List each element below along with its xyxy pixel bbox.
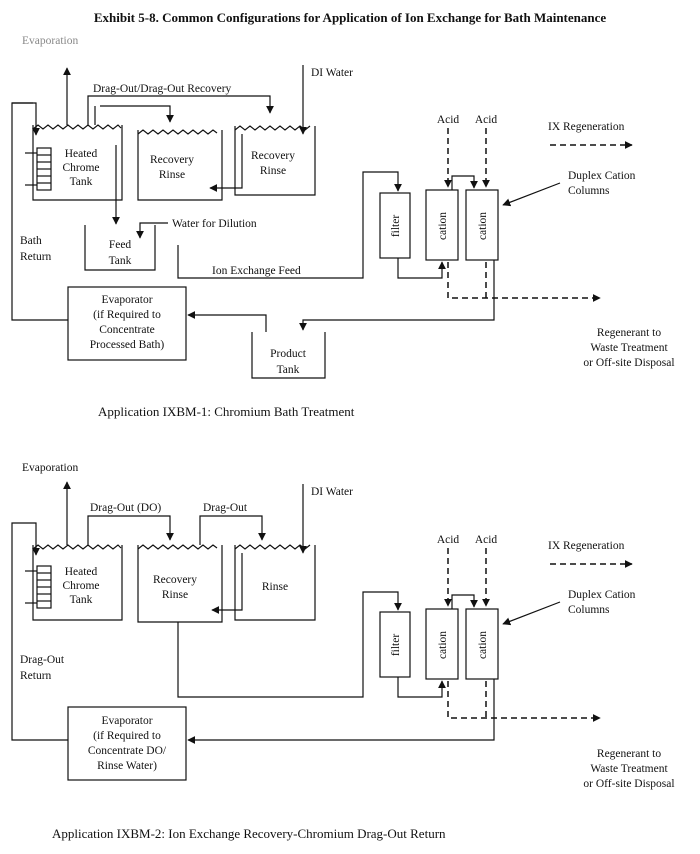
cation-column-2b: cation — [465, 608, 499, 680]
cation-2b-label: cation — [477, 631, 489, 659]
recovery-rinse-1b: Recovery Rinse — [234, 125, 316, 196]
product-tank-line-1: Product — [270, 348, 307, 360]
recovery-rinse-2-line-1: Recovery — [153, 574, 197, 586]
acid-1b-label: Acid — [475, 114, 498, 126]
flow-lines-1: Drag-Out/Drag-Out Recovery DI Water Wate… — [11, 65, 675, 369]
heated-tank2-line-1: Heated — [65, 566, 98, 578]
recovery-rinse-1a-line-2: Rinse — [159, 169, 185, 181]
duplex-line-2b: Columns — [568, 604, 610, 616]
evaporator-2-line-2: (if Required to — [93, 730, 161, 742]
acid-2a-label: Acid — [437, 534, 460, 546]
bath-return-line-1: Bath — [20, 235, 42, 247]
cation-1a-label: cation — [437, 212, 449, 240]
dragout-return-line-2: Return — [20, 670, 52, 682]
dragout-return-line-1: Drag-Out — [20, 654, 65, 666]
water-dilution-label: Water for Dilution — [172, 218, 257, 230]
evaporator-1-line-4: Processed Bath) — [90, 339, 165, 351]
heated-tank2-line-3: Tank — [70, 594, 93, 606]
regenerant-2-line-1: Regenerant to — [597, 748, 661, 760]
cation-2a-label: cation — [437, 631, 449, 659]
evaporation-label-2: Evaporation — [22, 462, 78, 474]
evaporator-2-line-3: Concentrate DO/ — [88, 745, 167, 757]
rinse-2-label: Rinse — [262, 581, 288, 593]
evaporator-2-line-4: Rinse Water) — [97, 760, 157, 772]
regenerant-2-line-2: Waste Treatment — [590, 763, 668, 775]
heated-tank2-line-2: Chrome — [62, 580, 99, 592]
cation-column-1a: cation — [425, 189, 459, 261]
product-tank-line-2: Tank — [277, 364, 300, 376]
filter-1-label: filter — [390, 215, 402, 238]
regenerant-1-line-1: Regenerant to — [597, 327, 661, 339]
evaporator-2: Evaporator (if Required to Concentrate D… — [67, 706, 187, 781]
dragout-label-2: Drag-Out — [203, 502, 248, 514]
evaporator-2-line-1: Evaporator — [101, 715, 152, 727]
caption-ixbm-2: Application IXBM-2: Ion Exchange Recover… — [52, 826, 446, 841]
heated-chrome-tank-2: Heated Chrome Tank — [25, 544, 123, 621]
regenerant-2-line-3: or Off-site Disposal — [583, 778, 674, 790]
feed-tank-line-1: Feed — [109, 239, 132, 251]
heated-tank-line-3: Tank — [70, 176, 93, 188]
recovery-rinse-1b-line-1: Recovery — [251, 150, 295, 162]
regenerant-1-line-2: Waste Treatment — [590, 342, 668, 354]
recovery-rinse-2: Recovery Rinse — [137, 544, 223, 623]
cation-1b-label: cation — [477, 212, 489, 240]
acid-1a-label: Acid — [437, 114, 460, 126]
product-tank-1: Product Tank — [251, 332, 326, 379]
di-water-label-1: DI Water — [311, 67, 353, 79]
dragout-recovery-label: Drag-Out/Drag-Out Recovery — [93, 83, 232, 95]
heated-chrome-tank-1: Heated Chrome Tank — [25, 124, 123, 201]
filter-2-label: filter — [390, 634, 402, 657]
ix-regeneration-label-1: IX Regeneration — [548, 121, 625, 133]
recovery-rinse-1a-line-1: Recovery — [150, 154, 194, 166]
feed-tank-line-2: Tank — [109, 255, 132, 267]
ix-feed-label: Ion Exchange Feed — [212, 265, 301, 277]
recovery-rinse-2-line-2: Rinse — [162, 589, 188, 601]
dragout-do-label: Drag-Out (DO) — [90, 502, 161, 514]
duplex-line-1a: Duplex Cation — [568, 170, 636, 182]
flow-lines-2: Drag-Out (DO) Drag-Out DI Water Drag-Out… — [11, 481, 675, 790]
cation-column-2a: cation — [425, 608, 459, 680]
filter-1: filter — [379, 192, 411, 259]
rinse-2: Rinse — [234, 544, 316, 621]
diagram-ixbm-2: Evaporation Heated Chrome Tank Recovery … — [11, 462, 675, 841]
duplex-line-2a: Duplex Cation — [568, 589, 636, 601]
evaporator-1-line-1: Evaporator — [101, 294, 152, 306]
heated-tank-line-1: Heated — [65, 148, 98, 160]
bath-return-line-2: Return — [20, 251, 52, 263]
heated-tank-line-2: Chrome — [62, 162, 99, 174]
evaporator-1: Evaporator (if Required to Concentrate P… — [67, 286, 187, 361]
di-water-label-2: DI Water — [311, 486, 353, 498]
exhibit-title: Exhibit 5-8. Common Configurations for A… — [94, 10, 607, 25]
diagram-ixbm-1: Heated Chrome Tank Recovery Rinse Recove… — [11, 65, 675, 419]
recovery-rinse-1a: Recovery Rinse — [137, 129, 223, 201]
feed-tank-1: Feed Tank — [84, 225, 156, 271]
recovery-rinse-1b-line-2: Rinse — [260, 165, 286, 177]
caption-ixbm-1: Application IXBM-1: Chromium Bath Treatm… — [98, 404, 355, 419]
filter-2: filter — [379, 611, 411, 678]
acid-2b-label: Acid — [475, 534, 498, 546]
evaporator-1-line-2: (if Required to — [93, 309, 161, 321]
top-cut-label: Evaporation — [22, 35, 78, 47]
cation-column-1b: cation — [465, 189, 499, 261]
evaporator-1-line-3: Concentrate — [99, 324, 155, 336]
ix-regeneration-label-2: IX Regeneration — [548, 540, 625, 552]
regenerant-1-line-3: or Off-site Disposal — [583, 357, 674, 369]
duplex-line-1b: Columns — [568, 185, 610, 197]
